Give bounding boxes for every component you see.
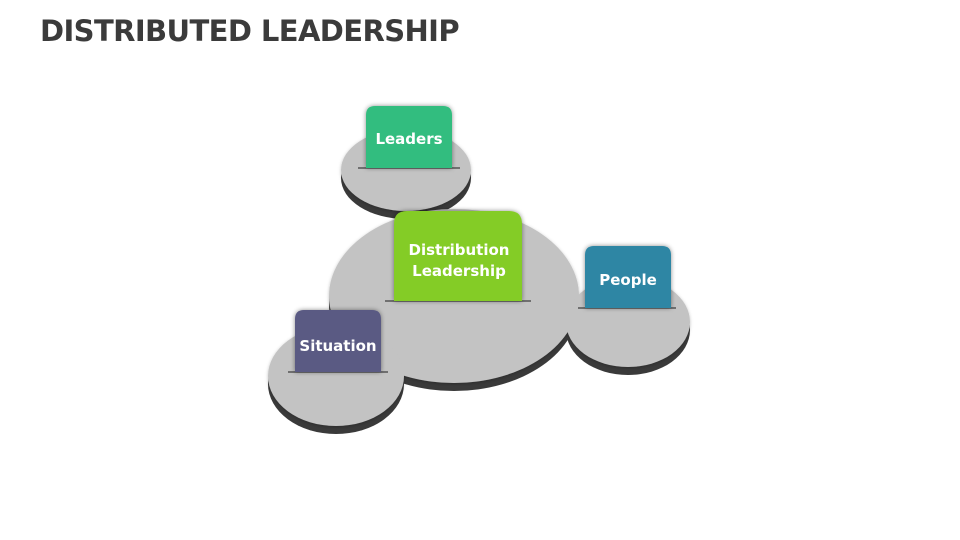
node-distribution-leadership: Distribution Leadership [394, 211, 522, 301]
people-label: People [599, 271, 657, 289]
node-leaders: Leaders [366, 106, 452, 168]
leaders-tab [366, 106, 452, 168]
center-label-line2: Leadership [412, 262, 506, 280]
people-tab [585, 246, 671, 308]
situation-tab [295, 310, 381, 372]
node-people: People [585, 246, 671, 308]
center-tab [394, 211, 522, 301]
leaders-label: Leaders [375, 130, 442, 148]
center-label-line1: Distribution [409, 241, 510, 259]
node-situation: Situation [295, 310, 381, 372]
situation-label: Situation [299, 337, 376, 355]
slide-title: DISTRIBUTED LEADERSHIP [40, 14, 460, 48]
